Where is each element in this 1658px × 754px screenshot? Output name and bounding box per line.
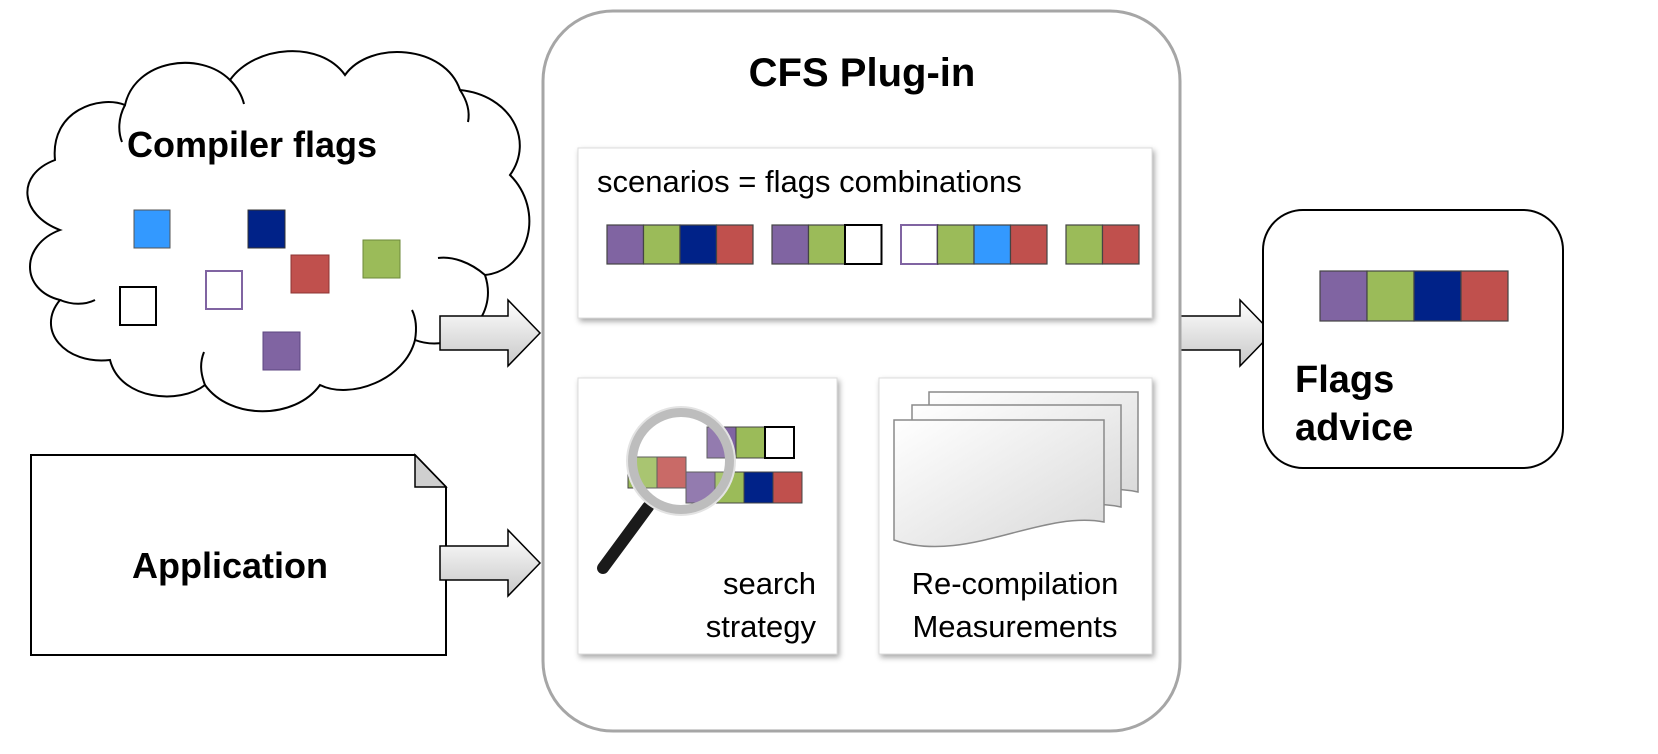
- scenario-square-green: [642, 224, 681, 265]
- cfs-plugin: CFS Plug-in scenarios = flags combinatio…: [541, 9, 1182, 733]
- magnifying-glass-icon: [597, 406, 736, 574]
- measurements-label-line2: Measurements: [912, 609, 1117, 644]
- scenario-combination: [771, 224, 883, 265]
- scenario-square-red: [1009, 224, 1048, 265]
- scenario-combination: [1065, 224, 1140, 265]
- search-label-line2: strategy: [706, 609, 817, 644]
- cloud-bump: [437, 256, 486, 276]
- plugin-title: CFS Plug-in: [749, 51, 976, 95]
- search-strategy-panel: search strategy: [577, 377, 838, 655]
- scenario-square-navy: [679, 224, 718, 265]
- application-document: Application: [30, 453, 448, 656]
- cloud-bump: [459, 89, 470, 123]
- flag-square-red: [290, 254, 330, 294]
- advice-square-red: [1460, 270, 1509, 322]
- search-flag-strip-bottom: [685, 471, 803, 504]
- advice-square-purple: [1319, 270, 1368, 322]
- flag-square-purple: [262, 331, 301, 371]
- advice-label-line2: advice: [1295, 407, 1413, 449]
- scenario-square-green: [807, 224, 846, 265]
- measurements-panel: Re-compilation Measurements: [878, 377, 1153, 655]
- advice-square-navy: [1413, 270, 1462, 322]
- flag-square-white: [119, 286, 157, 326]
- cloud-bump: [200, 351, 206, 386]
- flag-square-navy: [247, 209, 286, 249]
- flag-square-skyblue: [133, 209, 171, 249]
- measurements-label-line1: Re-compilation: [912, 566, 1119, 601]
- compiler-flags-cloud: Compiler flags: [26, 50, 531, 413]
- arrow-plugin-to-advice: [1171, 298, 1274, 368]
- scenario-square-purple: [771, 224, 810, 265]
- advice-flag-strip: [1319, 270, 1509, 322]
- advice-square-green: [1366, 270, 1415, 322]
- scenario-square-skyblue: [973, 224, 1012, 265]
- advice-label-line1: Flags: [1295, 359, 1394, 401]
- application-label: Application: [132, 545, 328, 586]
- stacked-pages-icon: [893, 391, 1139, 548]
- cloud-bump: [59, 299, 96, 305]
- scenario-square-white: [844, 224, 883, 265]
- scenario-combination: [900, 224, 1048, 265]
- document-fold: [414, 453, 448, 488]
- cloud-bump: [118, 104, 126, 143]
- scenarios-label: scenarios = flags combinations: [597, 164, 1022, 199]
- scenario-square-green: [936, 224, 975, 265]
- scenario-square-red: [715, 224, 754, 265]
- cloud-bump: [229, 79, 245, 105]
- scenarios-panel: scenarios = flags combinations: [577, 147, 1153, 319]
- scenario-square-white-purple: [900, 224, 939, 265]
- scenario-square-green: [1065, 224, 1104, 265]
- scenario-combination: [606, 224, 754, 265]
- scenario-square-purple: [606, 224, 645, 265]
- scenario-groups: [606, 224, 1140, 265]
- arrow-application-to-plugin: [439, 528, 542, 598]
- flag-square-white-purple: [205, 270, 243, 310]
- scenario-square-red: [1101, 224, 1140, 265]
- cloud-bump: [411, 309, 417, 341]
- flag-square-green: [362, 239, 401, 279]
- flags-advice: Flags advice: [1262, 209, 1564, 469]
- search-label-line1: search: [723, 566, 816, 601]
- cloud-title: Compiler flags: [127, 124, 377, 165]
- arrow-cloud-to-plugin: [439, 298, 542, 368]
